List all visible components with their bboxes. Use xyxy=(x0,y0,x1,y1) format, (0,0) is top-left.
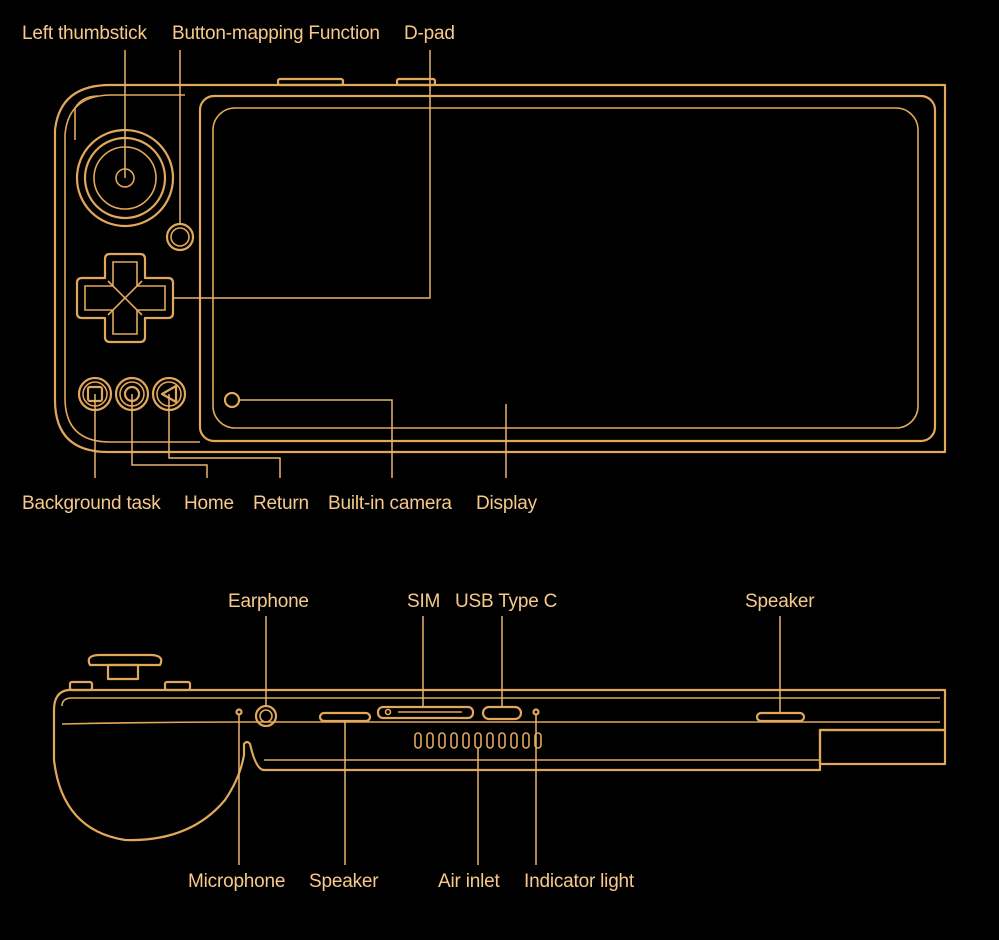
leader-dpad xyxy=(173,50,431,299)
label-earphone: Earphone xyxy=(228,591,309,612)
speaker-slot-left xyxy=(318,711,372,723)
label-speaker-right: Speaker xyxy=(745,591,815,612)
side-grip-seam xyxy=(61,721,940,725)
screen-bezel xyxy=(198,94,937,443)
side-shoulder-left xyxy=(68,680,94,692)
leader-home xyxy=(131,394,208,478)
side-view: Earphone SIM USB Type C Speaker Micropho… xyxy=(52,591,947,892)
dpad-diagonal-b xyxy=(107,280,143,316)
side-right-step xyxy=(818,728,947,766)
left-grip-outline xyxy=(53,83,202,454)
label-button-mapping: Button-mapping Function xyxy=(172,23,380,44)
sim-eject-hole xyxy=(384,708,392,716)
side-body-top xyxy=(66,688,947,772)
microphone-hole xyxy=(235,708,243,716)
label-microphone: Microphone xyxy=(188,871,285,892)
leader-return xyxy=(168,394,281,478)
label-air-inlet: Air inlet xyxy=(438,871,500,892)
speaker-slot-right xyxy=(755,711,806,723)
label-return: Return xyxy=(253,493,309,514)
label-home: Home xyxy=(184,493,234,514)
side-grip-outline xyxy=(52,688,266,842)
label-left-thumbstick: Left thumbstick xyxy=(22,23,147,44)
indicator-light xyxy=(532,708,540,716)
sim-slot xyxy=(376,705,475,720)
side-thumbstick-cap xyxy=(87,653,163,667)
display-panel xyxy=(212,107,919,429)
camera-lens xyxy=(223,391,241,409)
label-dpad: D-pad xyxy=(404,23,455,44)
label-display: Display xyxy=(476,493,538,514)
earphone-jack xyxy=(254,704,278,728)
label-indicator-light: Indicator light xyxy=(524,871,635,892)
label-usb-type-c: USB Type C xyxy=(455,591,557,612)
top-view: Left thumbstick Button-mapping Function … xyxy=(22,23,947,514)
air-inlet-vents xyxy=(414,732,542,749)
left-grip-inner xyxy=(64,94,200,443)
leader-camera xyxy=(239,399,393,478)
side-shoulder-right xyxy=(163,680,192,692)
side-thumbstick-stem xyxy=(106,663,140,681)
left-grip-notch xyxy=(74,95,99,140)
side-grip-inner xyxy=(61,697,940,707)
dpad-outline xyxy=(75,252,175,344)
earphone-jack-inner xyxy=(259,709,273,723)
label-sim: SIM xyxy=(407,591,440,612)
usb-c-port xyxy=(481,705,523,721)
label-background-task: Background task xyxy=(22,493,161,514)
label-speaker-left: Speaker xyxy=(309,871,379,892)
mapping-button-inner xyxy=(170,227,190,247)
screen-body-outline xyxy=(183,83,947,454)
label-built-in-camera: Built-in camera xyxy=(328,493,452,514)
